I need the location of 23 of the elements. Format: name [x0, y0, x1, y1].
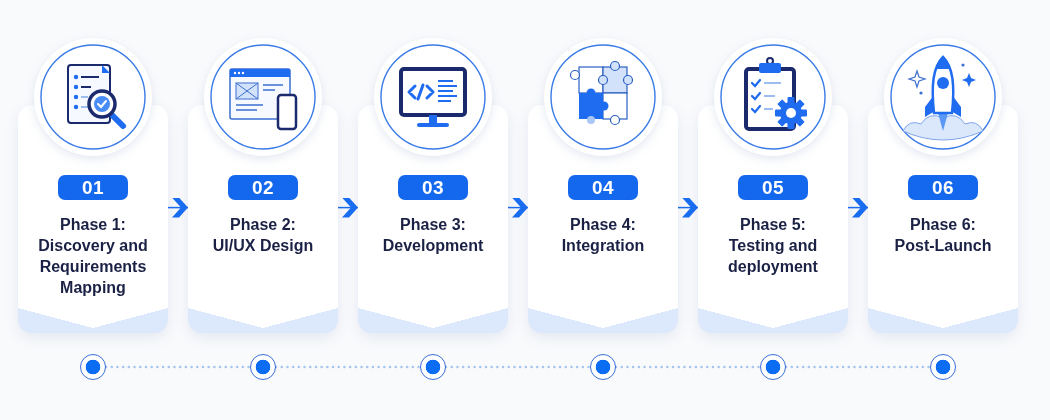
phase-title: Phase 1: Discovery and Requirements Mapping [37, 215, 149, 298]
phase-title: Phase 5: Testing and deployment [727, 215, 819, 277]
step-number-badge: 04 [568, 175, 638, 200]
step-number-badge: 01 [58, 175, 128, 200]
timeline-dot [420, 354, 446, 380]
timeline-dot [250, 354, 276, 380]
phase-title: Phase 2: UI/UX Design [211, 215, 315, 256]
phase-title: Phase 6: Post-Launch [893, 215, 993, 256]
step-number-badge: 06 [908, 175, 978, 200]
dotted-line [444, 365, 592, 369]
timeline-dot [590, 354, 616, 380]
step-number-badge: 03 [398, 175, 468, 200]
timeline-dot [930, 354, 956, 380]
phase-title: Phase 3: Development [381, 215, 485, 256]
timeline-dot [80, 354, 106, 380]
timeline-dot [760, 354, 786, 380]
step-number-badge: 02 [228, 175, 298, 200]
dotted-line [104, 365, 252, 369]
step-number-badge: 05 [738, 175, 808, 200]
dotted-line [274, 365, 422, 369]
dotted-line [784, 365, 932, 369]
dotted-line [614, 365, 762, 369]
phase-title: Phase 4: Integration [560, 215, 646, 256]
